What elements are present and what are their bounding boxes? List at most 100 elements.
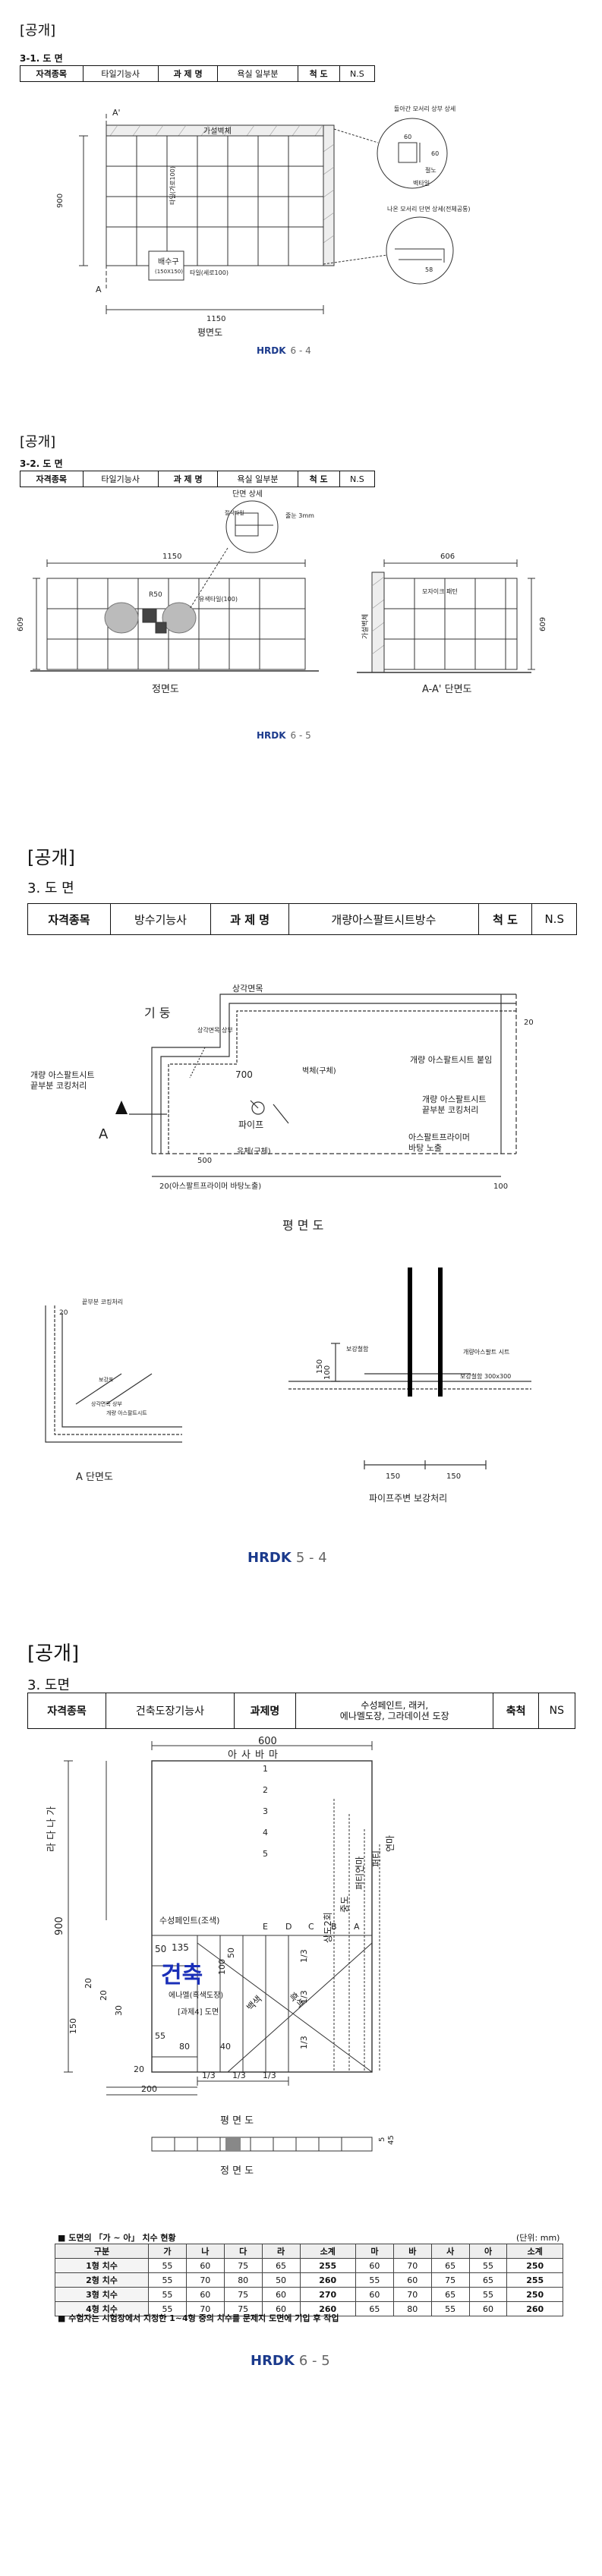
table-cell: 55: [430, 2301, 470, 2316]
third-label: 1/3: [299, 1949, 309, 1963]
wall-body-label: 벽체(구체): [302, 1066, 336, 1075]
table-cell: 250: [506, 2258, 563, 2273]
table-cell: 55: [468, 2258, 508, 2273]
table-cell: 260: [299, 2272, 356, 2288]
column-header: 소계: [506, 2244, 563, 2259]
dim-label: 80: [179, 2042, 190, 2052]
table-cell: 55: [148, 2287, 187, 2302]
column-header: 나: [185, 2244, 225, 2259]
page-number: 6 - 5: [298, 2353, 330, 2369]
table-cell: 75: [223, 2258, 263, 2273]
meta-value: N.S: [339, 65, 376, 82]
task-label: [과제4] 도면: [178, 2008, 219, 2017]
note-label: 개량 아스팔트시트: [30, 1070, 94, 1080]
drawing-title: 정면도: [152, 684, 179, 695]
dim-width: 600: [258, 1736, 277, 1747]
third-label: 1/3: [299, 1990, 309, 2004]
dim-label: 60: [404, 134, 411, 140]
table-title: ■ 도면의 「가 ~ 아」 치수 현황: [58, 2233, 176, 2243]
column-header: 소계: [299, 2244, 356, 2259]
table-cell: 255: [299, 2258, 356, 2273]
zone-letter: B: [331, 1922, 337, 1932]
logo-text: HRDK: [257, 345, 286, 356]
hrdk-logo: HRDK 6 - 4: [257, 345, 311, 356]
meta-value: 건축도장기능사: [106, 1693, 235, 1729]
column-header: 아: [468, 2244, 508, 2259]
dim-label: 45: [387, 2135, 396, 2145]
meta-table: 자격종목 건축도장기능사 과제명 수성페인트, 래커,에나멜도장, 그라데이션 …: [27, 1693, 576, 1729]
drawing-section-1: [공개] 3-1. 도 면 자격종목 타일기능사 과 제 명 욕실 일부분 척 …: [0, 0, 602, 410]
third-label: 1/3: [263, 2071, 276, 2080]
table-cell: 55: [148, 2258, 187, 2273]
page-number: 6 - 4: [290, 345, 311, 356]
table-cell: 65: [355, 2301, 394, 2316]
drawing-title: 정 면 도: [220, 2165, 254, 2177]
dim-label: 5: [378, 2137, 386, 2142]
dim-label: 20: [84, 1978, 93, 1989]
section-mark-a: A: [96, 285, 102, 294]
wall-label: 가설벽체: [203, 127, 232, 136]
zone-letter: D: [285, 1922, 292, 1932]
meta-key: 과제명: [233, 1693, 297, 1729]
dim-width: 606: [440, 553, 455, 561]
meta-value: 수성페인트, 래커,에나멜도장, 그라데이션 도장: [295, 1693, 494, 1729]
table-cell: 65: [468, 2272, 508, 2288]
table-cell: 4형 치수: [55, 2301, 149, 2316]
table-cell: 2형 치수: [55, 2272, 149, 2288]
dim-label: 60: [431, 150, 439, 157]
meta-key: 척 도: [478, 903, 533, 935]
table-cell: 250: [506, 2287, 563, 2302]
dim-label: 700: [235, 1069, 253, 1080]
dim-label: 150: [68, 2018, 78, 2034]
note-label: 개량아스팔트 시트: [463, 1348, 509, 1356]
table-cell: 70: [392, 2258, 432, 2273]
detail-label: 단면 상세: [232, 490, 263, 499]
section-heading: 3. 도면: [27, 1677, 71, 1693]
dim-label: 40: [220, 2042, 231, 2052]
dim-label: 20: [59, 1309, 68, 1317]
tile-note: 유색타일(100): [199, 595, 238, 603]
logo-text: HRDK: [251, 2353, 295, 2369]
tile-dim-label: 타일(세로100): [190, 269, 229, 276]
dim-label: 500: [197, 1157, 212, 1165]
dim-label: 200: [141, 2084, 157, 2094]
note-label: 아스팔트프라이머: [408, 1132, 470, 1142]
note-label: 개량 아스팔트시트 붙임: [410, 1055, 492, 1065]
painting-drawing: 600 아 사 바 마 라 다 나 가 900 1 2 3 4 5 수성페인트(…: [46, 1736, 396, 2177]
detail-label: 나온 모서리 단면 상세(전체공통): [387, 205, 471, 213]
meta-value: 욕실 일부분: [217, 471, 298, 487]
section-arrow: [115, 1101, 128, 1114]
dim-label: 150: [386, 1472, 400, 1481]
table-cell: 60: [185, 2287, 225, 2302]
meta-value: NS: [537, 1693, 576, 1729]
note-text: ■ 수험자는 시험장에서 지정한 1~4형 중의 치수를 문제지 도면에 기입 …: [58, 2313, 339, 2323]
dim-label: 100: [323, 1365, 332, 1380]
table-cell: 80: [223, 2272, 263, 2288]
meta-table: 자격종목 타일기능사 과 제 명 욕실 일부분 척 도 N.S: [20, 65, 376, 82]
table-cell: 60: [392, 2272, 432, 2288]
table-cell: 75: [223, 2287, 263, 2302]
table-cell: 60: [261, 2287, 301, 2302]
drawing-section-2: [공개] 3-2. 도 면 자격종목 타일기능사 과 제 명 욕실 일부분 척 …: [0, 410, 602, 805]
table-cell: 70: [185, 2272, 225, 2288]
note-label: 보강철함: [346, 1345, 369, 1353]
geonchuk-text: 건축: [161, 1962, 203, 1989]
table-cell: 65: [261, 2258, 301, 2273]
dim-width: 1150: [206, 315, 225, 323]
table-cell: 55: [355, 2272, 394, 2288]
meta-value-line: 에나멜도장, 그라데이션 도장: [339, 1711, 449, 1721]
dim-label: 100: [217, 1959, 227, 1975]
dim-letter: 사: [241, 1749, 251, 1761]
radius-label: R50: [149, 591, 162, 599]
section-heading: 3-2. 도 면: [20, 458, 63, 469]
meta-key: 자격종목: [27, 1693, 107, 1729]
row-number: 4: [263, 1828, 268, 1838]
table-cell: 75: [430, 2272, 470, 2288]
table-cell: 60: [261, 2301, 301, 2316]
table-cell: 55: [468, 2287, 508, 2302]
meta-key: 과 제 명: [210, 903, 290, 935]
tile-dim-label: 타일(가로100): [169, 166, 176, 205]
